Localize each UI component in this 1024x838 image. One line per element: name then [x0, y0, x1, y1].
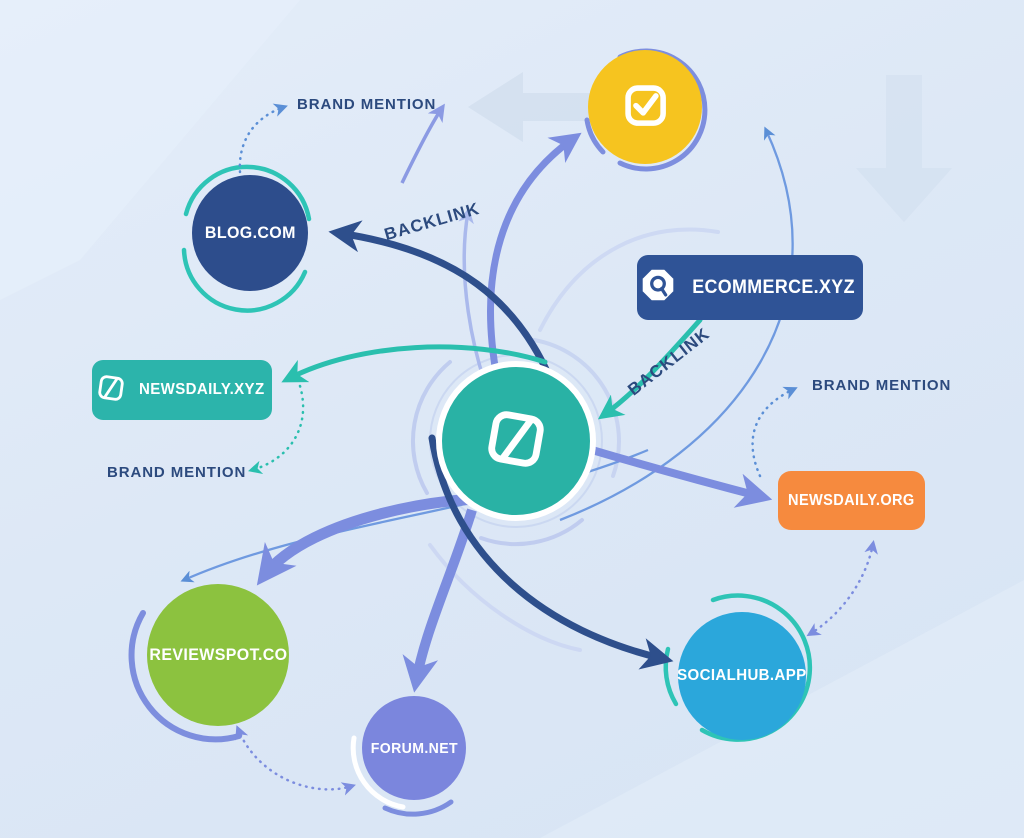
node-label: SOCIALHUB.APP [677, 667, 807, 684]
dotted-arrow-newsdaily-org-to-brand-mention [751, 386, 798, 478]
node-label: FORUM.NET [370, 739, 458, 757]
dotted-arrow-newsdaily-xyz-to-brand-mention [248, 384, 305, 475]
checkbox-check-icon [616, 76, 674, 139]
blog-arc-bottom [181, 247, 308, 313]
link-arrow-center-to-newsdaily-org [590, 446, 773, 508]
node-label: BLOG.COM [204, 223, 296, 242]
link-arrow-center-to-newsdaily-xyz [281, 344, 548, 383]
dotted-arrow-blog-to-brand-mention [238, 103, 288, 174]
backlink-arrow-center-to-socialhub [428, 434, 674, 670]
node-label: NEWSDAILY.ORG [788, 491, 915, 509]
node-ecommerce-xyz: ECOMMERCE.XYZ [637, 255, 863, 320]
n-logo-icon [477, 400, 555, 483]
decorative-swirl-2 [428, 543, 582, 652]
node-label: ECOMMERCE.XYZ [692, 276, 855, 298]
brand-mention-label-left: BRAND MENTION [107, 464, 247, 481]
blog-arc-top [183, 164, 312, 222]
node-checksite [588, 50, 702, 164]
link-arrow-center-to-checksite [487, 132, 582, 379]
reviewspot-arc [128, 610, 242, 743]
node-newsdaily-xyz: NEWSDAILY.XYZ [92, 360, 272, 420]
octagon-badge-icon [640, 267, 676, 309]
link-arrow-center-to-forum [402, 508, 477, 693]
backlink-arrow-ecommerce-to-center [597, 317, 703, 420]
center-arc-1 [410, 360, 452, 495]
small-arrow-up-right [400, 103, 445, 184]
node-central-site [436, 361, 596, 521]
node-blog-com: BLOG.COM [192, 175, 308, 291]
node-reviewspot-co: REVIEWSPOT.CO [147, 584, 289, 726]
backlink-arrow-center-to-blog [328, 220, 559, 394]
forum-arc-periwinkle [382, 799, 454, 817]
bg-arrow-down [856, 75, 952, 222]
node-socialhub-app: SOCIALHUB.APP [677, 612, 807, 740]
dotted-arrow-socialhub-newsdaily-org [806, 539, 878, 637]
node-label: REVIEWSPOT.CO [148, 645, 288, 664]
node-label: NEWSDAILY.XYZ [138, 381, 265, 398]
bg-arrow-left [468, 72, 600, 142]
center-arc-2 [532, 338, 621, 478]
thin-arrow-to-checksite [559, 126, 794, 522]
bg-patch-top-left [0, 0, 300, 300]
checksite-arc-small [584, 117, 606, 155]
node-forum-net: FORUM.NET [362, 696, 466, 800]
brand-mention-label-right: BRAND MENTION [812, 377, 952, 394]
node-newsdaily-org: NEWSDAILY.ORG [778, 471, 925, 530]
brand-mention-label-top: BRAND MENTION [297, 96, 437, 113]
n-logo-icon [96, 373, 126, 408]
decorative-swirl-1 [538, 227, 720, 332]
socialhub-arc-small [663, 646, 679, 707]
center-arc-3 [479, 518, 584, 547]
dotted-arrow-reviewspot-forum [235, 725, 356, 796]
